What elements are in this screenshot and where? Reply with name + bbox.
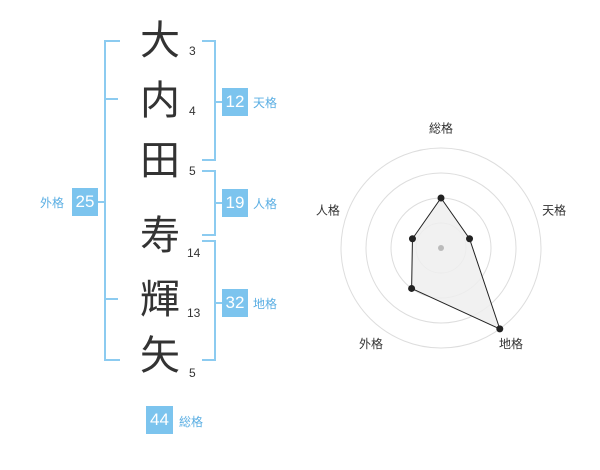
- radar-center-dot: [438, 245, 444, 251]
- jinkaku-bracket-tick: [214, 202, 222, 204]
- tenkaku-label: 天格: [253, 96, 278, 110]
- radar-label-4: 外格: [359, 336, 383, 351]
- soukaku-label: 総格: [179, 415, 204, 429]
- name-char-4: 寿: [140, 213, 180, 259]
- gaikaku-bracket-tick: [98, 201, 106, 203]
- stroke-count-1: 3: [189, 44, 196, 58]
- stroke-count-5: 13: [187, 306, 201, 320]
- jinkaku-value: 19: [222, 189, 248, 217]
- name-char-6: 矢: [140, 333, 180, 379]
- name-char-1: 大: [140, 18, 180, 64]
- stroke-count-2: 4: [189, 104, 196, 118]
- bracket-tick-top: [104, 98, 118, 100]
- soukaku-value: 44: [146, 406, 173, 434]
- radar-polygon: [411, 197, 501, 330]
- jinkaku-label: 人格: [253, 197, 278, 211]
- name-char-2: 内: [140, 78, 180, 124]
- name-char-5: 輝: [140, 277, 180, 323]
- stroke-count-4: 14: [187, 246, 201, 260]
- radar-point-5: [408, 235, 416, 243]
- radar-label-1: 総格: [429, 121, 453, 136]
- tenkaku-bracket: [202, 40, 216, 161]
- chikaku-label: 地格: [253, 297, 278, 311]
- radar-label-5: 人格: [316, 203, 340, 218]
- name-char-3: 田: [140, 138, 180, 184]
- gaikaku-label: 外格: [40, 196, 65, 210]
- tenkaku-value: 12: [222, 88, 248, 116]
- radar-ring-4: [340, 147, 542, 349]
- radar-ring-3: [365, 172, 517, 324]
- chikaku-bracket-tick: [214, 302, 222, 304]
- chikaku-bracket: [202, 240, 216, 361]
- radar-label-2: 天格: [542, 203, 566, 218]
- bracket-tick-bottom: [104, 298, 118, 300]
- stroke-count-6: 5: [189, 366, 196, 380]
- chikaku-value: 32: [222, 289, 248, 317]
- gaikaku-value: 25: [72, 188, 98, 216]
- radar-point-3: [496, 325, 504, 333]
- stroke-count-3: 5: [189, 164, 196, 178]
- gaikaku-bracket: [104, 40, 120, 361]
- radar-point-2: [466, 235, 474, 243]
- radar-label-3: 地格: [499, 336, 523, 351]
- radar-point-4: [408, 284, 416, 292]
- tenkaku-bracket-tick: [214, 101, 222, 103]
- radar-point-1: [437, 194, 445, 202]
